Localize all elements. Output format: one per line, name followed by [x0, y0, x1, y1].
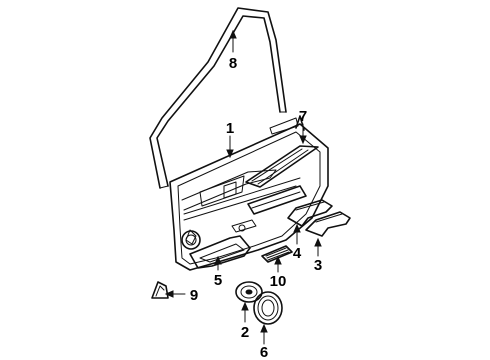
callout-7: 7 — [299, 108, 307, 125]
callout-labels: 8 1 7 4 3 5 10 9 2 6 — [190, 55, 322, 360]
weatherstrip — [149, 7, 287, 189]
armrest-pieces — [287, 199, 351, 237]
corner-trim — [151, 281, 169, 299]
window-sill-trim — [245, 115, 319, 188]
callout-3: 3 — [314, 257, 322, 274]
speaker — [235, 281, 263, 303]
door-trim-panel — [169, 117, 329, 271]
callout-6: 6 — [260, 344, 268, 360]
speaker-grille — [253, 291, 283, 325]
leader-lines — [164, 29, 322, 345]
callout-5: 5 — [214, 272, 222, 289]
callout-4: 4 — [293, 245, 302, 262]
callout-10: 10 — [270, 273, 287, 290]
callout-1: 1 — [226, 120, 234, 137]
callout-2: 2 — [241, 324, 249, 341]
callout-8: 8 — [229, 55, 237, 72]
vent-plate — [261, 245, 293, 263]
callout-9: 9 — [190, 287, 198, 304]
